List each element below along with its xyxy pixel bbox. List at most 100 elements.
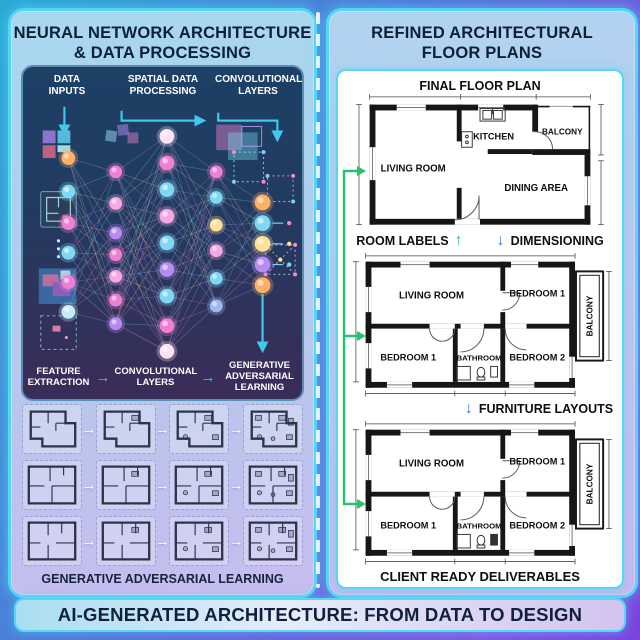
network-node	[159, 318, 175, 334]
network-node	[109, 269, 123, 283]
room-label-living: LIVING ROOM	[399, 458, 464, 469]
network-node	[159, 182, 175, 198]
room-label-bathroom: BATHROOM	[456, 521, 501, 530]
room-label-bedroom2: BEDROOM 2	[509, 353, 565, 363]
room-label-bedroom1-bottom: BEDROOM 1	[380, 353, 436, 363]
balcony-rail	[575, 438, 605, 530]
network-node	[209, 191, 223, 204]
left-title-line2: & DATA PROCESSING	[73, 44, 252, 63]
room-label-living: LIVING ROOM	[399, 291, 464, 302]
network-node	[109, 317, 123, 331]
wall-openings	[429, 324, 527, 329]
windows	[365, 262, 576, 389]
bathroom-fixtures	[456, 366, 498, 381]
arrow-right-icon: →	[200, 368, 216, 386]
arrow-up-icon: ↑	[454, 232, 463, 250]
arrow-down-icon: ↓	[464, 399, 473, 417]
room-label-balcony: BALCONY	[585, 295, 594, 336]
arrow-right-icon: →	[81, 420, 97, 438]
room-label-bathroom: BATHROOM	[456, 354, 501, 363]
arrow-right-icon: →	[154, 476, 170, 494]
client-ready-caption: CLIENT READY DELIVERABLES	[380, 568, 580, 584]
windows	[369, 104, 591, 206]
footer-banner-text: AI-GENERATED ARCHITECTURE: FROM DATA TO …	[57, 604, 583, 625]
left-title-line1: NEURAL NETWORK ARCHITECTURE	[13, 24, 312, 42]
network-node	[61, 151, 76, 165]
network-node	[61, 216, 76, 231]
doors	[454, 131, 554, 225]
final-floor-plan-drawing: LIVING ROOM KITCHEN BALCONY DINING AREA	[356, 93, 604, 225]
left-panel-title: NEURAL NETWORK ARCHITECTURE & DATA PROCE…	[11, 23, 314, 63]
arrow-right-icon: →	[81, 532, 97, 550]
floor-plan-thumbnail	[22, 404, 82, 454]
label-feature-extraction: FEATURE EXTRACTION	[27, 365, 90, 388]
network-node	[159, 155, 175, 171]
floor-plan-3-drawing: LIVING ROOM BEDROOM 1 BEDROOM 1 BATHROOM…	[352, 420, 612, 565]
arrow-right-icon: →	[228, 532, 244, 550]
bathroom-fixtures	[456, 533, 498, 549]
label-conv-layers-bottom: CONVOLUTIONAL LAYERS	[114, 365, 198, 388]
room-label-bedroom2: BEDROOM 2	[509, 520, 565, 530]
network-node	[61, 245, 76, 260]
floor-plan-thumbnail	[169, 516, 230, 566]
network-node	[209, 244, 223, 258]
arrow-right-icon: →	[95, 368, 111, 386]
network-node	[254, 235, 271, 252]
network-node	[61, 275, 76, 290]
dimension-lines	[352, 420, 612, 565]
furniture-layouts-text: FURNITURE LAYOUTS	[478, 401, 614, 416]
network-node	[61, 184, 76, 199]
green-flow-connector	[342, 166, 366, 509]
wall-openings	[429, 491, 527, 497]
network-node	[209, 271, 223, 285]
network-node	[254, 277, 271, 294]
network-node	[159, 288, 175, 304]
floor-plans-card: FINAL FLOOR PLAN	[336, 69, 624, 589]
network-node	[254, 194, 271, 211]
right-panel-floor-plans: REFINED ARCHITECTURAL FLOOR PLANS FINAL …	[326, 8, 638, 598]
network-node	[159, 128, 175, 144]
feature-map-decor	[105, 123, 263, 161]
network-node	[61, 304, 76, 319]
dimensioning-text: DIMENSIONING	[510, 234, 604, 249]
dashed-divider	[316, 12, 320, 588]
network-node	[254, 215, 271, 232]
network-node	[209, 165, 223, 179]
network-node	[209, 299, 223, 313]
right-title-line1: REFINED ARCHITECTURAL	[371, 24, 593, 42]
gan-progression-grid: →→→→→→→→→	[21, 404, 304, 566]
balcony-rail	[575, 270, 605, 362]
floor-plan-thumbnail	[22, 460, 82, 510]
kitchen-fixtures	[461, 107, 506, 148]
label-spatial-data-processing: SPATIAL DATA PROCESSING	[127, 74, 199, 97]
final-floor-plan-title: FINAL FLOOR PLAN	[419, 78, 541, 93]
gan-grid-caption: GENERATIVE ADVERSARIAL LEARNING	[41, 572, 284, 586]
room-label-bedroom1-top: BEDROOM 1	[509, 289, 565, 299]
floor-plan-thumbnail	[95, 404, 156, 454]
floor-plan-thumbnail	[242, 460, 303, 510]
windows	[365, 429, 576, 556]
network-node	[159, 343, 175, 359]
arrow-right-icon: →	[154, 532, 170, 550]
network-edges	[68, 136, 263, 352]
network-node	[109, 293, 123, 307]
gan-grid-row: → → →	[21, 516, 304, 566]
arrow-right-icon: →	[228, 476, 244, 494]
floor-plan-thumbnail	[242, 516, 303, 566]
network-node	[254, 256, 271, 273]
room-label-balcony: BALCONY	[585, 463, 594, 504]
network-node	[109, 226, 123, 240]
footer-banner: AI-GENERATED ARCHITECTURE: FROM DATA TO …	[14, 598, 626, 632]
arrow-right-icon: →	[228, 420, 244, 438]
floor-plan-thumbnail	[169, 404, 230, 454]
room-label-bedroom1-top: BEDROOM 1	[509, 456, 565, 466]
floor-plan-thumbnail	[169, 460, 230, 510]
flow-arrows	[63, 106, 279, 344]
network-node	[109, 197, 123, 210]
floor-plan-thumbnail	[95, 516, 156, 566]
room-label-kitchen: KITCHEN	[473, 131, 514, 141]
network-node	[159, 262, 175, 277]
network-node	[159, 235, 175, 251]
label-gan: GENERATIVE ADVERSARIAL LEARNING	[225, 360, 294, 394]
